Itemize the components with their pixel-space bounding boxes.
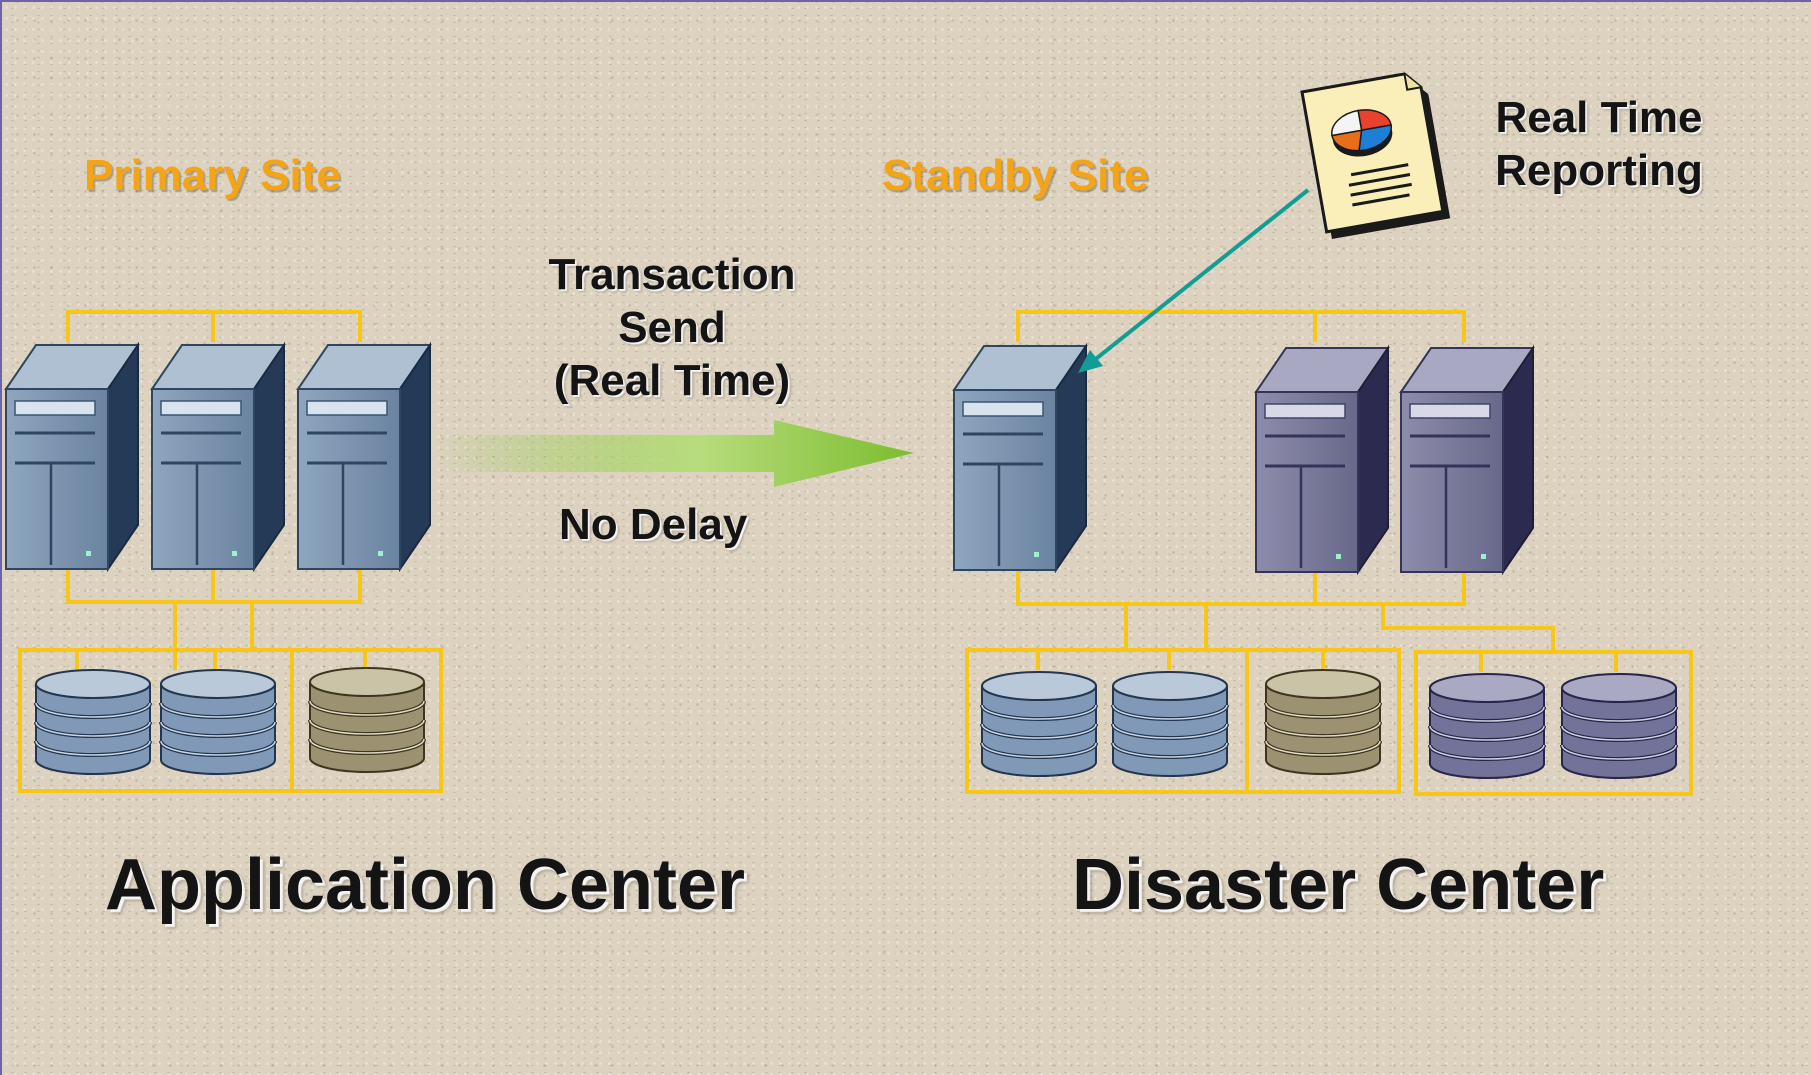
- reporting-arrow: [1078, 188, 1310, 373]
- application-center-title: Application Center: [105, 845, 746, 925]
- standby-database-icon: [1264, 668, 1382, 776]
- primary-database-icon: [159, 668, 277, 776]
- transaction-line: (Real Time): [553, 355, 791, 405]
- standby-database-icon: [1428, 672, 1546, 780]
- standby-server-icon: [952, 344, 1088, 572]
- transaction-line: Send: [618, 302, 726, 352]
- primary-server-icon: [296, 343, 432, 571]
- real-time-reporting-label: Real Time Reporting: [1464, 92, 1734, 198]
- disaster-center-title: Disaster Center: [1072, 845, 1605, 925]
- primary-server-icon: [4, 343, 140, 571]
- transaction-arrow: [435, 420, 914, 487]
- transaction-send-label: Transaction Send (Real Time): [522, 249, 822, 407]
- standby-server-icon: [1399, 346, 1535, 574]
- primary-connectors: [18, 310, 443, 793]
- primary-database-icon: [34, 668, 152, 776]
- standby-database-icon: [1111, 670, 1229, 778]
- no-delay-label: No Delay: [559, 500, 748, 549]
- standby-connectors: [965, 310, 1693, 796]
- primary-database-icon: [308, 666, 426, 774]
- pie-chart-icon: [1331, 109, 1393, 157]
- reporting-line: Real Time: [1495, 93, 1703, 142]
- standby-site-label: Standby Site: [882, 151, 1149, 200]
- standby-server-icon: [1254, 346, 1390, 574]
- report-document-icon: [1300, 72, 1451, 240]
- transaction-line: Transaction: [548, 250, 796, 299]
- primary-server-icon: [150, 343, 286, 571]
- reporting-line: Reporting: [1495, 145, 1703, 195]
- standby-database-icon: [1560, 672, 1678, 780]
- primary-site-label: Primary Site: [84, 151, 341, 200]
- standby-database-icon: [980, 670, 1098, 778]
